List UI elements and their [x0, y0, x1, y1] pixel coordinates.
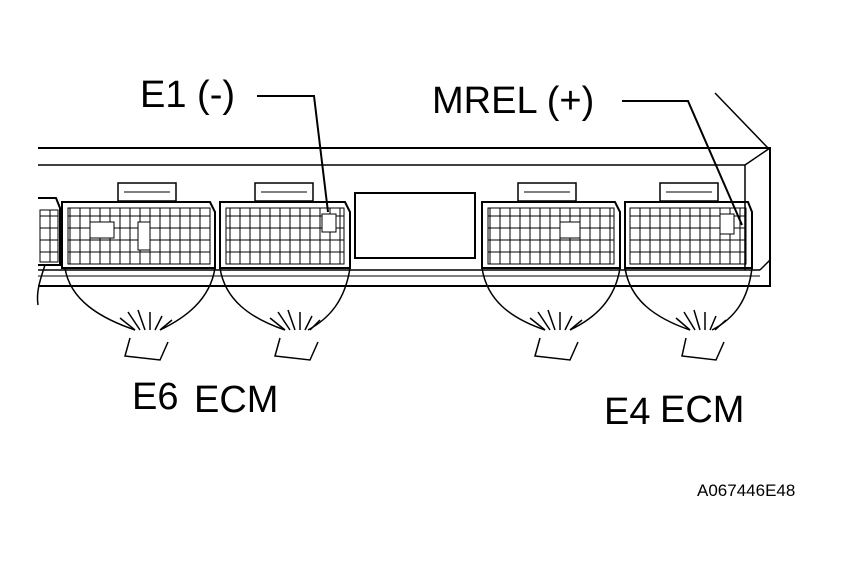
ecm-label-right: ECM	[660, 389, 745, 431]
ecm-label-left: ECM	[194, 379, 279, 421]
ecm-housing	[38, 92, 771, 287]
ecm-center-window	[354, 192, 476, 259]
e6-label: E6	[132, 376, 179, 418]
connector-partial-left	[36, 197, 61, 306]
mrel-label: MREL (+)	[432, 80, 595, 122]
mrel-leader-line	[622, 100, 743, 226]
e4-label: E4	[604, 391, 651, 433]
connector-e4-left	[481, 182, 621, 269]
figure-id: A067446E48	[697, 481, 796, 500]
connector-e4	[624, 182, 753, 269]
connector-e6	[61, 182, 216, 269]
e1-label: E1 (-)	[140, 74, 235, 116]
e1-leader-line	[257, 95, 329, 213]
connector-e6-right	[219, 182, 351, 269]
wire-harnesses	[64, 267, 753, 361]
